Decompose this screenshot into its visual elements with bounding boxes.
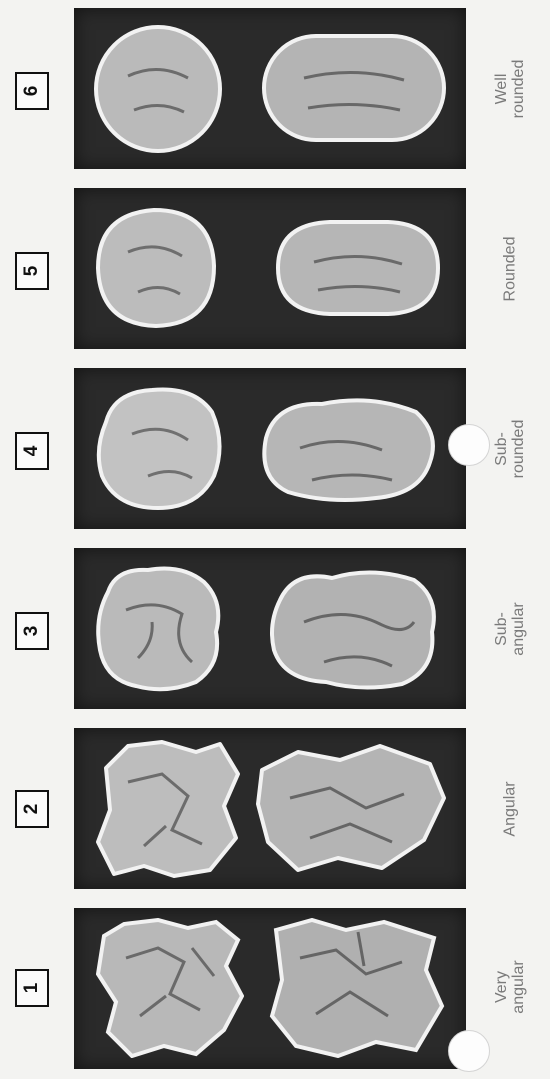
panel-sub-angular bbox=[74, 548, 466, 709]
grain-well-rounded-2 bbox=[256, 28, 452, 148]
grain-sub-rounded-1 bbox=[92, 382, 226, 514]
class-label: Wellrounded bbox=[480, 14, 540, 164]
grain-sub-angular-1 bbox=[92, 562, 226, 694]
grain-angular-1 bbox=[92, 738, 242, 878]
class-number-box: 6 bbox=[15, 72, 49, 110]
grain-sub-rounded-2 bbox=[252, 388, 442, 508]
grain-sub-angular-2 bbox=[264, 562, 444, 694]
class-number: 5 bbox=[21, 266, 43, 277]
class-label: Veryangular bbox=[480, 912, 540, 1062]
panel-well-rounded bbox=[74, 8, 466, 169]
class-label-line: Very bbox=[493, 960, 510, 1013]
grain-well-rounded-1 bbox=[88, 20, 228, 158]
grain-very-angular-2 bbox=[266, 918, 446, 1058]
class-number: 3 bbox=[21, 626, 43, 637]
panel-sub-rounded bbox=[74, 368, 466, 529]
class-label-line: Rounded bbox=[502, 237, 519, 302]
hole-punch bbox=[448, 424, 490, 466]
grain-very-angular-1 bbox=[96, 918, 244, 1058]
class-number: 2 bbox=[21, 804, 43, 815]
grain-angular-2 bbox=[254, 742, 450, 874]
class-number-box: 4 bbox=[15, 432, 49, 470]
class-label: Rounded bbox=[480, 194, 540, 344]
panel-angular bbox=[74, 728, 466, 889]
class-label-line: rounded bbox=[510, 60, 527, 119]
class-label-line: Angular bbox=[502, 781, 519, 836]
class-label-line: Sub- bbox=[493, 602, 510, 655]
class-number-box: 2 bbox=[15, 790, 49, 828]
class-number-box: 1 bbox=[15, 969, 49, 1007]
class-number-box: 3 bbox=[15, 612, 49, 650]
class-number: 6 bbox=[21, 86, 43, 97]
class-label-line: rounded bbox=[510, 420, 527, 479]
grain-rounded-1 bbox=[88, 200, 224, 336]
class-label-line: Well bbox=[493, 60, 510, 119]
panel-very-angular bbox=[74, 908, 466, 1069]
class-label-line: angular bbox=[510, 602, 527, 655]
class-label-line: Sub- bbox=[493, 420, 510, 479]
class-number-box: 5 bbox=[15, 252, 49, 290]
hole-punch bbox=[448, 1030, 490, 1072]
class-number: 1 bbox=[21, 983, 43, 994]
class-label-line: angular bbox=[510, 960, 527, 1013]
class-label: Sub-angular bbox=[480, 554, 540, 704]
grain-rounded-2 bbox=[270, 212, 446, 324]
class-label: Angular bbox=[480, 734, 540, 884]
class-number: 4 bbox=[21, 446, 43, 457]
panel-rounded bbox=[74, 188, 466, 349]
